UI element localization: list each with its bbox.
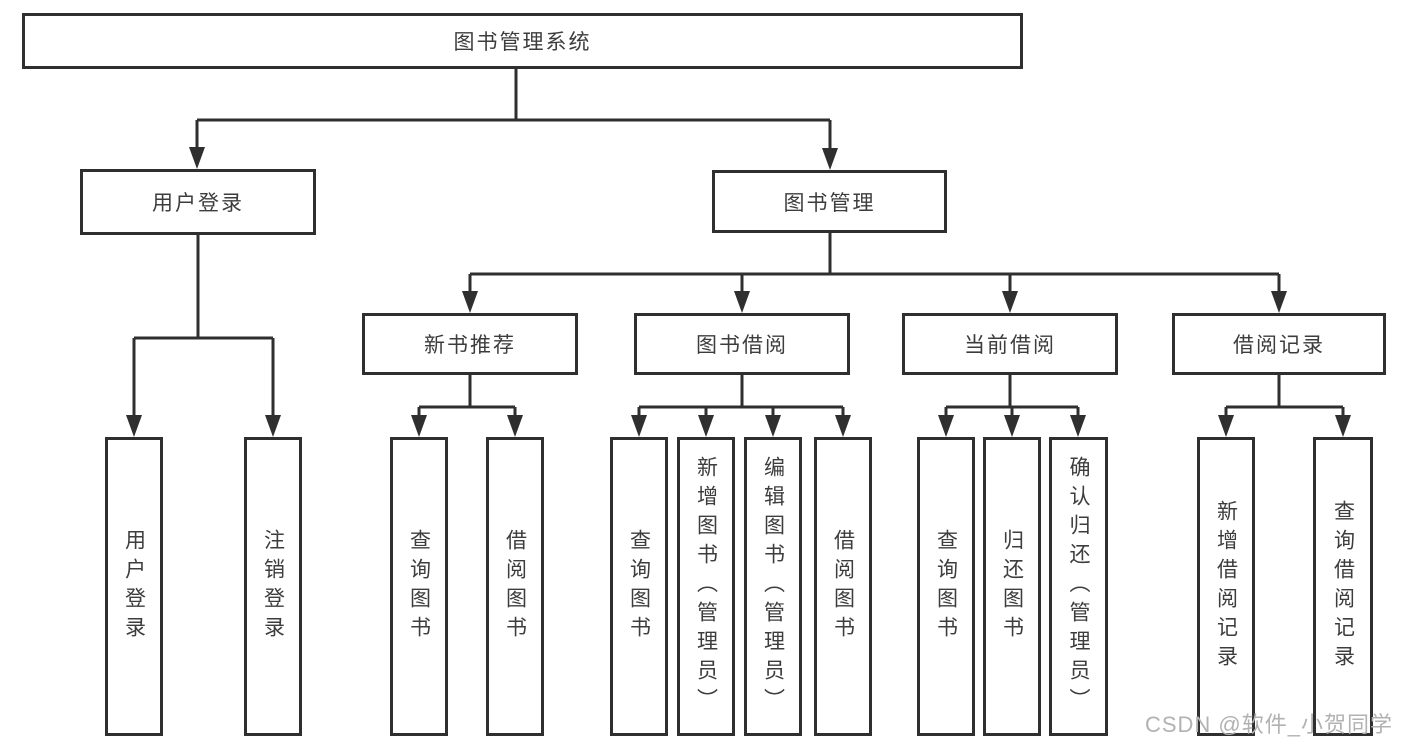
node-user-login: 用户登录	[80, 169, 316, 235]
leaf-user-login: 用户登录	[105, 437, 163, 736]
leaf-query-books-recommend-label: 查询图书	[407, 528, 431, 645]
node-book-management: 图书管理	[712, 170, 947, 233]
leaf-logout: 注销登录	[244, 437, 302, 736]
node-root: 图书管理系统	[22, 13, 1023, 69]
node-book-management-label: 图书管理	[783, 191, 876, 215]
leaf-query-books-recommend: 查询图书	[390, 437, 448, 736]
leaf-query-books-borrow: 查询图书	[610, 437, 668, 736]
leaf-user-login-label: 用户登录	[122, 528, 146, 645]
watermark: CSDN @软件_小贺同学	[1144, 712, 1393, 737]
leaf-edit-books-admin-label: 编辑图书（管理员）	[761, 456, 785, 717]
leaf-borrow-books: 借阅图书	[814, 437, 872, 736]
node-borrow-records-label: 借阅记录	[1233, 334, 1325, 357]
leaf-query-books-borrow-label: 查询图书	[627, 528, 651, 645]
leaf-query-books-current: 查询图书	[917, 437, 975, 736]
leaf-add-borrow-record-label: 新增借阅记录	[1214, 499, 1238, 674]
node-book-borrow-label: 图书借阅	[696, 334, 788, 357]
leaf-query-books-current-label: 查询图书	[934, 528, 958, 645]
leaf-confirm-return-admin: 确认归还（管理员）	[1049, 437, 1108, 736]
leaf-return-books: 归还图书	[983, 437, 1041, 736]
leaf-add-borrow-record: 新增借阅记录	[1197, 437, 1255, 736]
leaf-add-books-admin-label: 新增图书（管理员）	[694, 456, 718, 717]
leaf-confirm-return-admin-label: 确认归还（管理员）	[1067, 456, 1090, 717]
node-root-label: 图书管理系统	[453, 31, 592, 54]
leaf-query-borrow-record: 查询借阅记录	[1313, 437, 1373, 736]
leaf-add-books-admin: 新增图书（管理员）	[677, 437, 735, 736]
leaf-query-borrow-record-label: 查询借阅记录	[1331, 499, 1355, 674]
leaf-borrow-books-recommend-label: 借阅图书	[503, 528, 527, 645]
node-borrow-records: 借阅记录	[1172, 313, 1386, 375]
node-new-book-recommend: 新书推荐	[362, 313, 578, 375]
leaf-borrow-books-recommend: 借阅图书	[486, 437, 544, 736]
node-user-login-label: 用户登录	[152, 192, 244, 215]
leaf-logout-label: 注销登录	[261, 528, 285, 645]
node-current-borrow-label: 当前借阅	[964, 334, 1056, 357]
leaf-return-books-label: 归还图书	[1000, 528, 1024, 645]
leaf-borrow-books-label: 借阅图书	[831, 528, 855, 645]
node-book-borrow: 图书借阅	[634, 313, 850, 375]
node-new-book-recommend-label: 新书推荐	[424, 334, 516, 357]
node-current-borrow: 当前借阅	[902, 313, 1118, 375]
leaf-edit-books-admin: 编辑图书（管理员）	[744, 437, 802, 736]
